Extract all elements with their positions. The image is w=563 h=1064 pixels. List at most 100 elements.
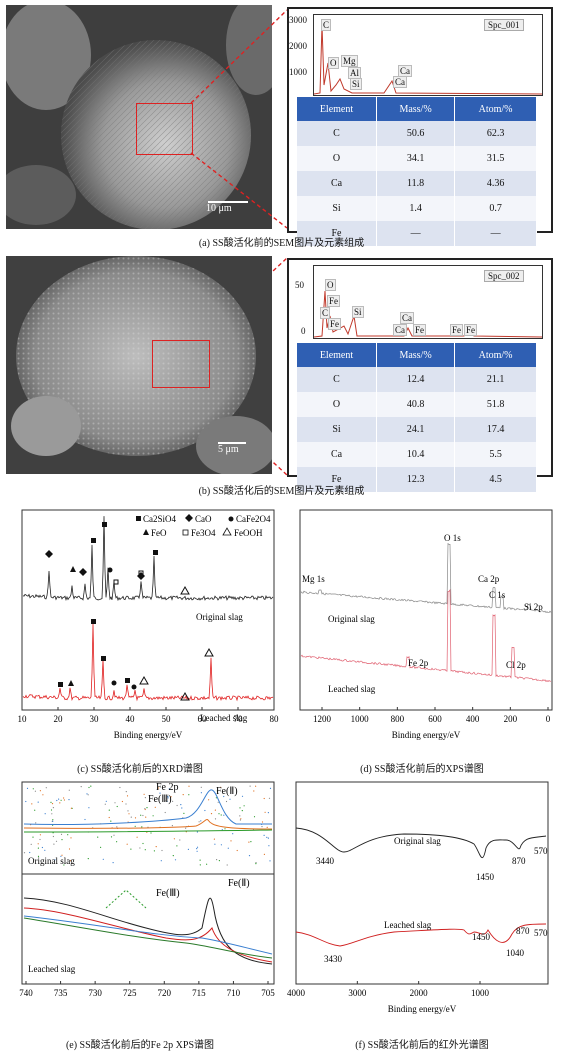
scatter-dot xyxy=(87,858,89,860)
scatter-dot xyxy=(35,822,37,824)
scatter-dot xyxy=(167,795,169,798)
x-tick-label: 730 xyxy=(88,988,102,998)
caption-d: (d) SS酸活化前后的XPS谱图 xyxy=(360,764,484,775)
scatter-dot xyxy=(176,804,178,807)
scatter-dot xyxy=(268,845,270,847)
scatter-dot xyxy=(52,820,54,822)
scatter-dot xyxy=(199,859,201,861)
legend-entry: Ca2SiO4 xyxy=(143,514,177,524)
scatter-dot xyxy=(158,787,160,789)
scatter-dot xyxy=(97,836,99,838)
scatter-dot xyxy=(53,843,55,845)
x-tick-label: 70 xyxy=(234,714,244,724)
scatter-dot xyxy=(227,847,229,849)
scatter-dot xyxy=(255,785,257,787)
scatter-dot xyxy=(88,807,90,809)
peak-label: Fe xyxy=(413,324,426,336)
scatter-dot xyxy=(214,818,217,820)
col-header: Mass/% xyxy=(376,97,456,121)
series-label: Original slag xyxy=(28,856,75,866)
x-tick-label: 1000 xyxy=(351,714,370,724)
xrd-legend: Ca2SiO4 CaO CaFe2O4 FeO Fe3O4 FeOOH xyxy=(136,514,271,538)
scatter-dot xyxy=(155,846,157,848)
scatter-dot xyxy=(170,796,172,798)
fe2p-chart: Fe 2p Fe(Ⅲ) Fe(Ⅱ) Fe(Ⅲ) Fe(Ⅱ) Original s… xyxy=(6,778,280,1028)
scatter-dot xyxy=(37,855,40,857)
scatter-dot xyxy=(173,838,175,840)
scatter-dot xyxy=(236,849,238,852)
scatter-dot xyxy=(26,787,29,789)
scatter-dot xyxy=(108,809,110,811)
scatter-dot xyxy=(224,828,226,830)
x-tick-label: 3000 xyxy=(348,988,367,998)
scatter-dot xyxy=(52,835,55,838)
scatter-dot xyxy=(174,859,177,861)
col-header: Mass/% xyxy=(376,343,456,367)
x-tick-label: 50 xyxy=(162,714,172,724)
annotation: Mg 1s xyxy=(302,574,325,584)
scatter-dot xyxy=(250,841,252,843)
scatter-dot xyxy=(134,817,137,819)
y-tick: 50 xyxy=(295,280,304,290)
scatter-dot xyxy=(126,795,129,797)
scatter-dot xyxy=(241,810,243,812)
scatter-dot xyxy=(187,848,189,850)
ir-chart: Original slag Leached slag 3440 1450 870… xyxy=(284,778,560,1028)
scatter-dot xyxy=(44,849,46,851)
scatter-dot xyxy=(68,789,70,791)
x-tick-label: 1000 xyxy=(471,988,490,998)
scatter-dot xyxy=(261,826,263,828)
scatter-dot xyxy=(116,841,118,843)
col-header: Element xyxy=(297,97,377,121)
scatter-dot xyxy=(144,808,146,811)
scatter-dot xyxy=(223,814,225,816)
scatter-dot xyxy=(204,809,206,812)
scatter-dot xyxy=(127,810,129,812)
scatter-dot xyxy=(269,860,271,862)
scatter-dot xyxy=(63,864,65,866)
zoom-region-box xyxy=(152,340,210,388)
peak-label: 3440 xyxy=(316,856,335,866)
xrd-phase-markers xyxy=(45,522,214,701)
annotation: Fe(Ⅲ) xyxy=(156,888,180,899)
scatter-dot xyxy=(150,832,152,834)
scatter-dot xyxy=(39,834,42,836)
scatter-dot xyxy=(263,853,265,855)
scatter-dot xyxy=(80,786,82,788)
scatter-dot xyxy=(31,803,33,805)
scatter-dot xyxy=(239,807,241,809)
x-tick-label: 60 xyxy=(198,714,208,724)
peak-label: C xyxy=(320,307,331,319)
scatter-dot xyxy=(23,852,26,854)
scatter-dot xyxy=(266,826,268,828)
peak-label: Fe xyxy=(328,318,341,330)
annotation: Fe(Ⅱ) xyxy=(228,878,250,889)
scatter-dot xyxy=(125,791,127,793)
scatter-dot xyxy=(29,851,31,854)
scatter-dot xyxy=(125,803,127,805)
x-tick-label: 725 xyxy=(123,988,137,998)
scatter-dot xyxy=(253,790,255,792)
scatter-dot xyxy=(196,831,198,833)
x-tick-label: 710 xyxy=(227,988,241,998)
col-header: Atom/% xyxy=(454,97,537,121)
scatter-dot xyxy=(39,790,42,792)
scatter-dot xyxy=(37,801,39,803)
annotation: Fe(Ⅱ) xyxy=(216,786,238,797)
scatter-dot xyxy=(144,849,146,851)
scatter-dot xyxy=(68,848,71,850)
scatter-dot xyxy=(104,803,106,805)
y-tick: 2000 xyxy=(289,41,307,51)
scatter-dot xyxy=(140,814,142,816)
scatter-dot xyxy=(188,785,190,787)
peak-label: 570 xyxy=(534,846,548,856)
scale-bar: 5 μm xyxy=(218,442,246,455)
scatter-dot xyxy=(255,863,257,865)
scatter-dot xyxy=(37,843,39,845)
scatter-dot xyxy=(116,805,118,808)
eds-spectrum-before: Spc_001 C O Mg Al Si Ca Ca xyxy=(313,14,543,96)
